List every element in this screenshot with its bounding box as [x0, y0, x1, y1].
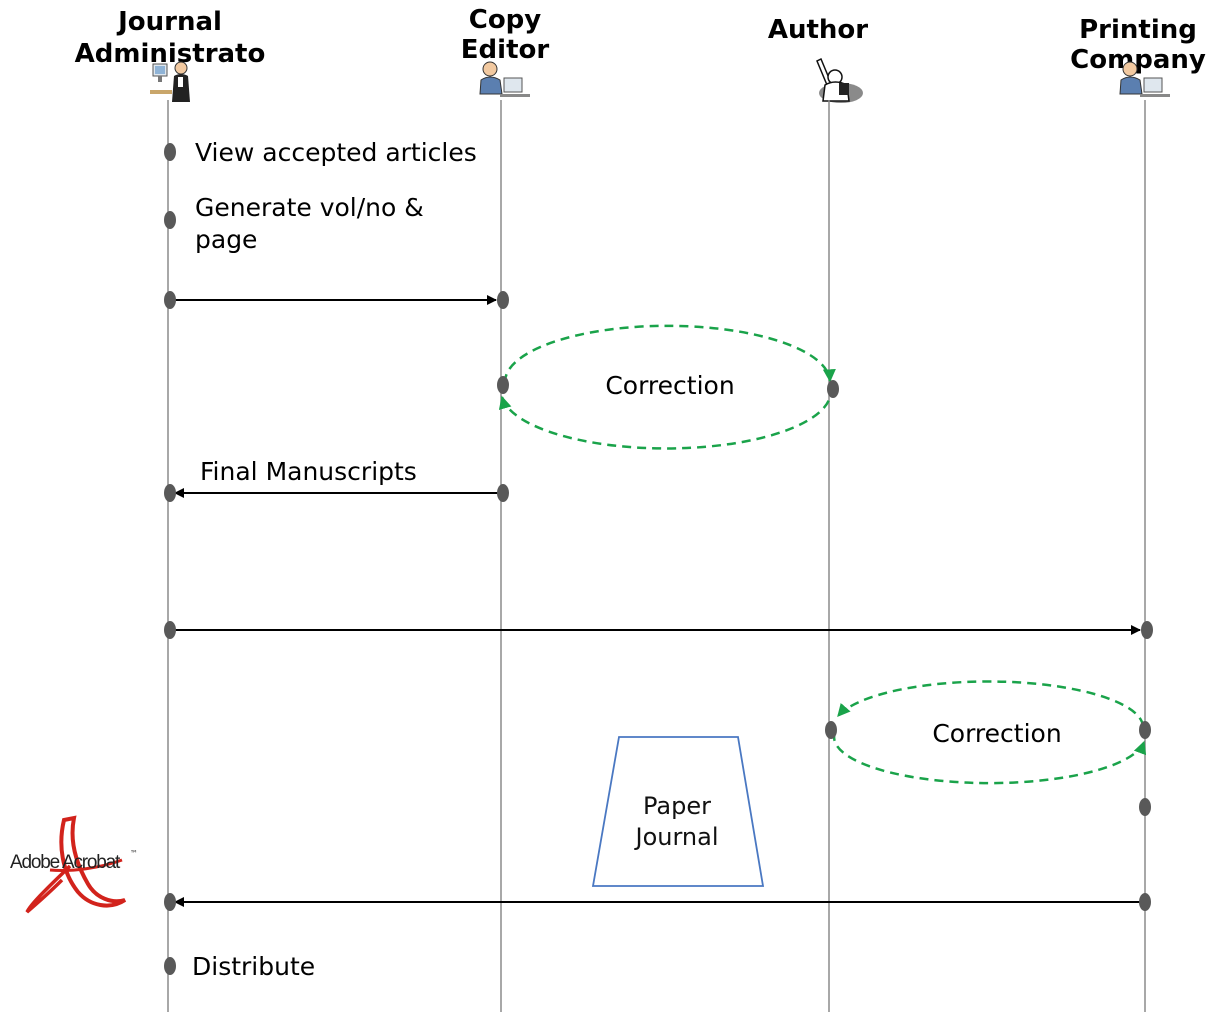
trademark-mark: ™ — [130, 849, 138, 858]
activation-dot — [825, 721, 837, 739]
paper-journal-shape: Paper Journal — [591, 736, 765, 887]
actor-copy-editor: Copy Editor — [461, 5, 550, 65]
activation-dots — [164, 143, 1153, 975]
note-generate-volno-line1: Generate vol/no & — [195, 193, 424, 222]
activation-dot — [164, 893, 176, 911]
activation-dot — [497, 376, 509, 394]
paper-journal-line2: Journal — [633, 823, 718, 851]
activation-dot — [1141, 621, 1153, 639]
note-final-manuscripts: Final Manuscripts — [200, 457, 417, 486]
actor-author: Author — [768, 15, 868, 45]
actor-printing-company: Printing Company — [1070, 15, 1206, 75]
correction-loop-copy-editor-author: Correction — [498, 324, 836, 450]
adobe-acrobat-logo-text: Adobe Acrobat — [10, 852, 121, 873]
person-writing-icon — [816, 57, 863, 103]
person-at-computer-icon — [479, 61, 530, 97]
actor-title-line1: Author — [768, 15, 868, 45]
person-at-computer-icon — [150, 61, 190, 102]
actor-title-line1: Journal — [116, 7, 222, 37]
actor-title-line2: Administrato — [75, 39, 266, 69]
actor-title-line2: Company — [1070, 45, 1206, 75]
activation-dot — [164, 143, 176, 161]
correction-label: Correction — [932, 719, 1061, 748]
adobe-acrobat-logo: Adobe Acrobat ™ — [10, 815, 138, 914]
actor-title-line1: Printing — [1079, 15, 1197, 45]
activation-dot — [164, 484, 176, 502]
correction-loop-author-printing: Correction — [832, 680, 1147, 785]
activation-dot — [164, 211, 176, 229]
actor-title-line2: Editor — [461, 35, 550, 65]
activation-dot — [1139, 893, 1151, 911]
activation-dot — [1139, 721, 1151, 739]
note-distribute: Distribute — [192, 952, 315, 981]
activation-dot — [164, 621, 176, 639]
activation-dot — [497, 291, 509, 309]
activation-dot — [1139, 798, 1151, 816]
note-generate-volno-line2: page — [195, 225, 257, 254]
actor-title-line1: Copy — [469, 5, 542, 35]
activation-dot — [497, 484, 509, 502]
activation-dot — [827, 380, 839, 398]
activation-dot — [164, 957, 176, 975]
actor-journal-administrator: Journal Administrato — [75, 7, 266, 69]
person-at-computer-icon — [1119, 61, 1170, 97]
correction-label: Correction — [605, 371, 734, 400]
activation-dot — [164, 291, 176, 309]
paper-journal-line1: Paper — [643, 792, 711, 820]
note-view-accepted-articles: View accepted articles — [195, 138, 477, 167]
